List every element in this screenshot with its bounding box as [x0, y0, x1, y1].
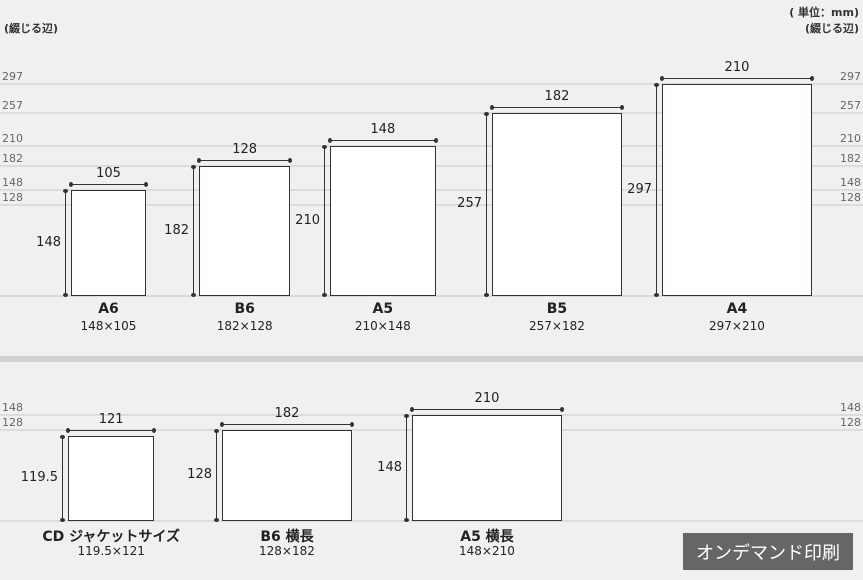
paper-rect	[68, 435, 155, 521]
binding-edge-label-left: (綴じる辺)	[4, 22, 59, 35]
baseline	[0, 520, 863, 522]
width-dimension-arrow	[328, 138, 438, 144]
width-dimension-arrow	[410, 407, 564, 413]
width-dimension-arrow	[220, 421, 354, 427]
gridline-label-right: 128	[840, 415, 861, 429]
section-divider	[0, 356, 863, 362]
height-dimension-arrow	[404, 414, 409, 522]
paper-size: 148×105	[80, 319, 137, 333]
gridline-label-left: 128	[2, 190, 23, 204]
width-dimension-arrow	[69, 182, 148, 188]
width-dimension-arrow	[660, 75, 814, 81]
paper-rect	[330, 146, 436, 296]
height-dimension-arrow	[214, 428, 219, 523]
paper-size: 148×210	[459, 544, 515, 558]
paper-rect	[492, 112, 622, 296]
gridline-label-left: 182	[2, 152, 23, 166]
paper-rect	[662, 83, 812, 296]
gridline-label-left: 148	[2, 401, 23, 415]
gridline	[0, 111, 863, 114]
height-dimension-arrow	[322, 145, 327, 297]
paper-rect	[222, 429, 352, 521]
paper-size: 128×182	[259, 544, 315, 558]
width-label: 128	[232, 142, 258, 158]
height-label: 297	[627, 181, 652, 197]
paper-name: B6 横長	[260, 529, 314, 545]
width-label: 210	[474, 391, 500, 407]
width-label: 210	[724, 59, 750, 75]
unit-label: ( 単位：mm)	[789, 6, 859, 19]
height-dimension-arrow	[60, 434, 65, 523]
gridline-label-right: 148	[840, 176, 861, 190]
gridline	[0, 82, 863, 85]
width-label: 148	[370, 122, 396, 138]
width-dimension-arrow	[196, 158, 293, 164]
height-label: 128	[187, 467, 212, 483]
binding-edge-label-right: (綴じる辺)	[804, 22, 859, 35]
paper-name: A4	[726, 301, 748, 317]
width-label: 182	[544, 88, 570, 104]
gridline-label-right: 182	[840, 152, 861, 166]
gridline-label-left: 148	[2, 176, 23, 190]
gridline-label-left: 257	[2, 98, 23, 112]
baseline	[0, 295, 863, 297]
height-dimension-arrow	[63, 189, 68, 297]
width-dimension-arrow	[490, 104, 624, 110]
width-label: 105	[96, 166, 121, 182]
height-label: 182	[164, 223, 189, 239]
paper-name: A5	[372, 301, 394, 317]
paper-name: A5 横長	[460, 529, 514, 545]
gridline-label-left: 210	[2, 132, 23, 146]
gridline-label-left: 128	[2, 415, 23, 429]
width-label: 182	[274, 405, 300, 421]
paper-name: CD ジャケットサイズ	[42, 529, 181, 545]
paper-size: 257×182	[529, 319, 585, 333]
paper-size: 119.5×121	[77, 544, 145, 558]
paper-name: B5	[546, 301, 568, 317]
paper-rect	[412, 415, 562, 521]
height-label: 119.5	[20, 470, 58, 486]
height-dimension-arrow	[191, 165, 196, 297]
gridline-label-right: 148	[840, 401, 861, 415]
gridline-label-right: 128	[840, 190, 861, 204]
width-label: 121	[98, 411, 124, 427]
paper-size: 297×210	[709, 319, 765, 333]
width-dimension-arrow	[65, 427, 157, 433]
paper-rect	[71, 190, 146, 296]
gridline-label-right: 210	[840, 132, 861, 146]
height-dimension-arrow	[654, 82, 659, 298]
paper-name: B6	[234, 301, 255, 317]
gridline-label-right: 257	[840, 98, 861, 112]
height-dimension-arrow	[484, 111, 489, 298]
paper-rect	[199, 166, 291, 296]
height-label: 148	[36, 235, 61, 251]
height-label: 210	[295, 213, 320, 229]
height-label: 148	[377, 460, 402, 476]
height-label: 257	[457, 196, 482, 212]
paper-size: 182×128	[216, 319, 273, 333]
gridline-label-right: 297	[840, 69, 861, 83]
paper-name: A6	[98, 301, 119, 317]
paper-size: 210×148	[354, 319, 411, 333]
on-demand-print-button[interactable]: オンデマンド印刷	[683, 533, 853, 570]
gridline-label-left: 297	[2, 69, 23, 83]
